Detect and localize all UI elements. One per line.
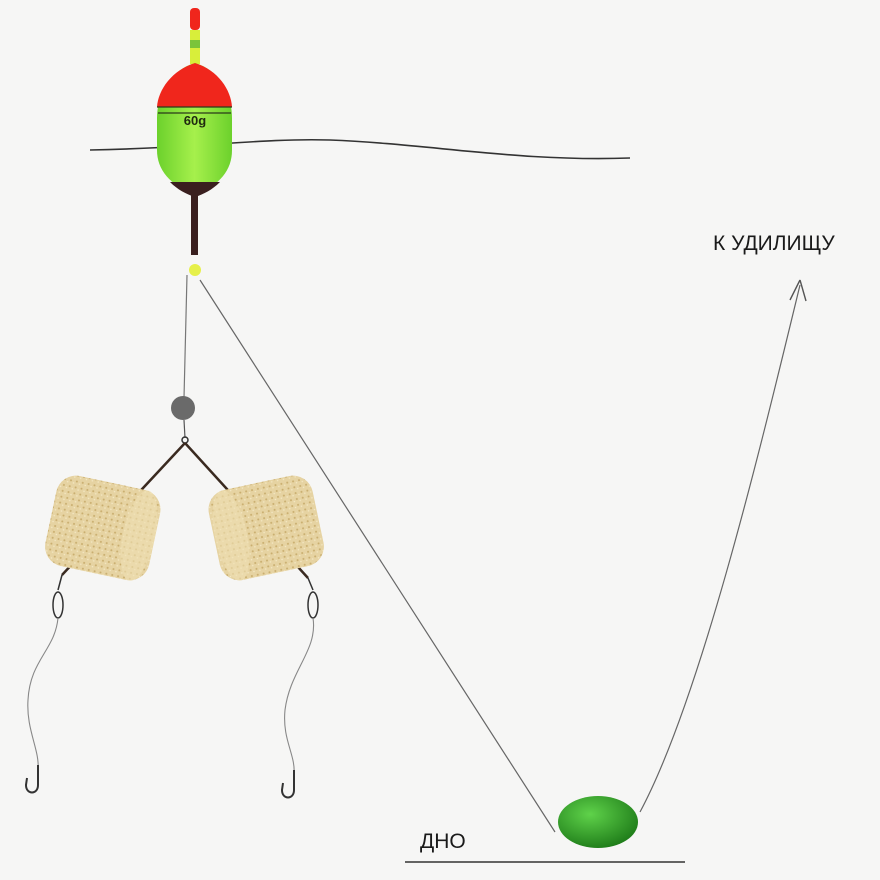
hook-leader-right bbox=[284, 617, 315, 776]
cork-bait-left bbox=[45, 475, 161, 581]
line-to-rod bbox=[639, 284, 801, 813]
label-bottom: ДНО bbox=[420, 830, 466, 853]
cork-bait-right bbox=[208, 475, 324, 581]
snap-swivel-left bbox=[52, 574, 64, 619]
feeder-weight bbox=[558, 796, 638, 848]
label-to-rod: К УДИЛИЩУ bbox=[713, 232, 835, 255]
hook-right-icon bbox=[280, 770, 295, 799]
arrow-head-icon bbox=[789, 279, 807, 302]
hook-left-icon bbox=[24, 765, 39, 794]
hook-leader-left bbox=[27, 617, 59, 771]
float bbox=[157, 8, 232, 255]
sinker-ball bbox=[171, 396, 195, 420]
stopper-bead bbox=[189, 264, 201, 276]
snap-swivel-right bbox=[307, 577, 319, 619]
float-weight-label: 60g bbox=[184, 113, 206, 128]
main-line bbox=[199, 279, 556, 833]
